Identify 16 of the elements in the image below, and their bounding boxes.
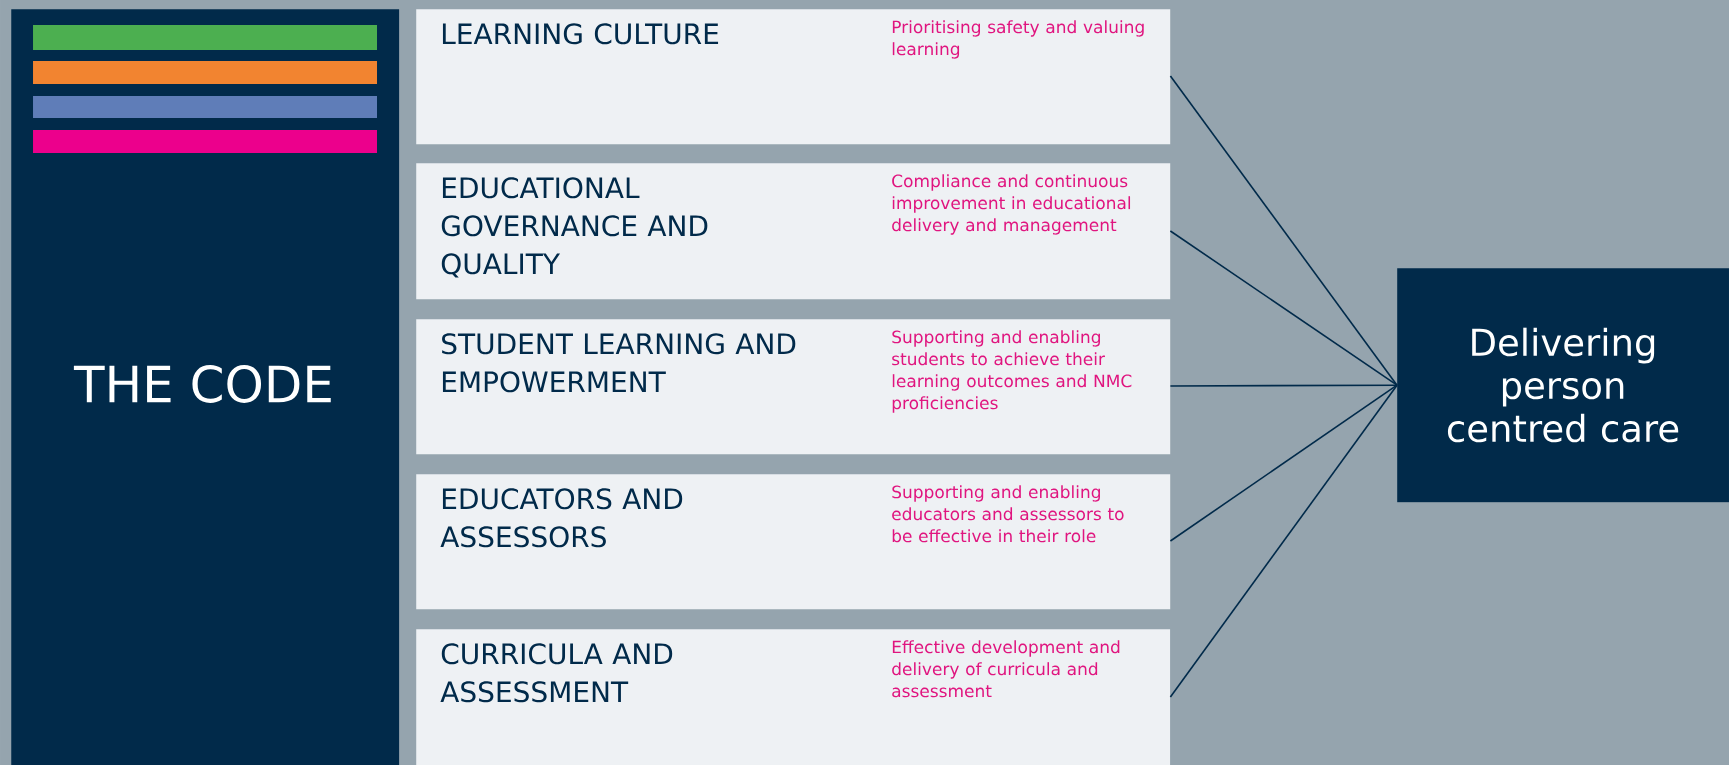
connector-line [1169, 230, 1398, 386]
row-heading: STUDENT LEARNING AND EMPOWERMENT [442, 333, 796, 393]
row-heading: CURRICULA AND ASSESSMENT [440, 643, 673, 703]
connector-line [1169, 75, 1398, 386]
row-description: Prioritising safety and valuing learning [892, 20, 1144, 59]
row-heading: LEARNING CULTURE [442, 23, 719, 45]
row-description: Effective development and delivery of curricula and assessment [892, 640, 1120, 698]
row-heading: EDUCATIONAL GOVERNANCE AND QUALITY [441, 177, 708, 278]
row-description: Supporting and enabling educators and assessors to be effective in their role [892, 485, 1124, 543]
row-heading: EDUCATORS AND ASSESSORS [440, 488, 683, 548]
connector-line [1169, 384, 1398, 698]
connector-line [1169, 384, 1398, 387]
connector-line [1169, 384, 1398, 542]
outcome-box: Delivering person centred care [1397, 268, 1729, 503]
row-description: Compliance and continuous improvement in educational delivery and management [892, 174, 1131, 235]
row-description: Supporting and enabling students to achieve their learning outcomes and NMC proficiencies [892, 330, 1132, 413]
